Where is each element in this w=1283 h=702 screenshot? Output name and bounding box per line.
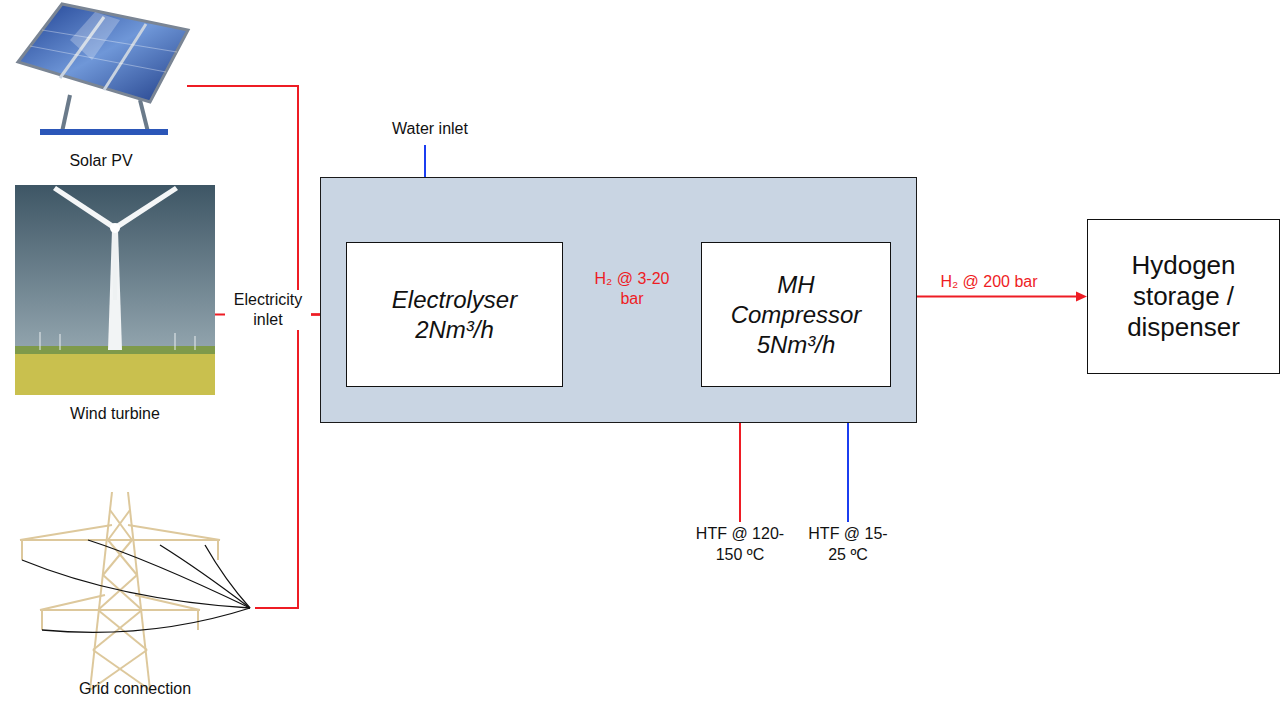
inlet-label: Water inlet xyxy=(375,119,485,140)
connector-line xyxy=(187,86,337,315)
solar-panel xyxy=(18,4,188,132)
node-text: MH Compressor 5Nm³/h xyxy=(710,270,882,360)
grid-node: Grid connection xyxy=(15,488,255,700)
wind-turbine-photo xyxy=(15,185,215,395)
power-wires xyxy=(22,540,250,632)
arrowhead xyxy=(1076,292,1087,302)
storage-box: Hydogen storage / dispenser xyxy=(1087,219,1280,374)
hydrogen-connector xyxy=(891,292,1087,302)
edge-label: H₂ @ 3-20 bar xyxy=(587,269,677,309)
solar-pv-node: Solar PV xyxy=(15,0,187,172)
pylon-drawing xyxy=(20,492,220,690)
wind-turbine-node: Wind turbine xyxy=(15,185,215,425)
inlet-label: HTF @ 120-150 ºC xyxy=(690,524,790,566)
image-caption: Grid connection xyxy=(79,680,191,698)
node-text: Hydogen storage / dispenser xyxy=(1106,250,1261,344)
connector-line xyxy=(891,296,1078,298)
process-box: Electrolyser 2Nm³/h xyxy=(346,242,563,387)
edge-label: Electricity inlet xyxy=(225,290,311,330)
node-text: Electrolyser 2Nm³/h xyxy=(355,285,554,345)
inlet-label: HTF @ 15-25 ºC xyxy=(808,524,888,566)
system-enclosure: Electrolyser 2Nm³/h MH Compressor 5Nm³/h xyxy=(320,177,917,423)
process-box: MH Compressor 5Nm³/h xyxy=(701,242,891,387)
edge-label: H₂ @ 200 bar xyxy=(929,272,1049,292)
image-caption: Wind turbine xyxy=(70,405,160,423)
image-caption: Solar PV xyxy=(69,152,132,170)
